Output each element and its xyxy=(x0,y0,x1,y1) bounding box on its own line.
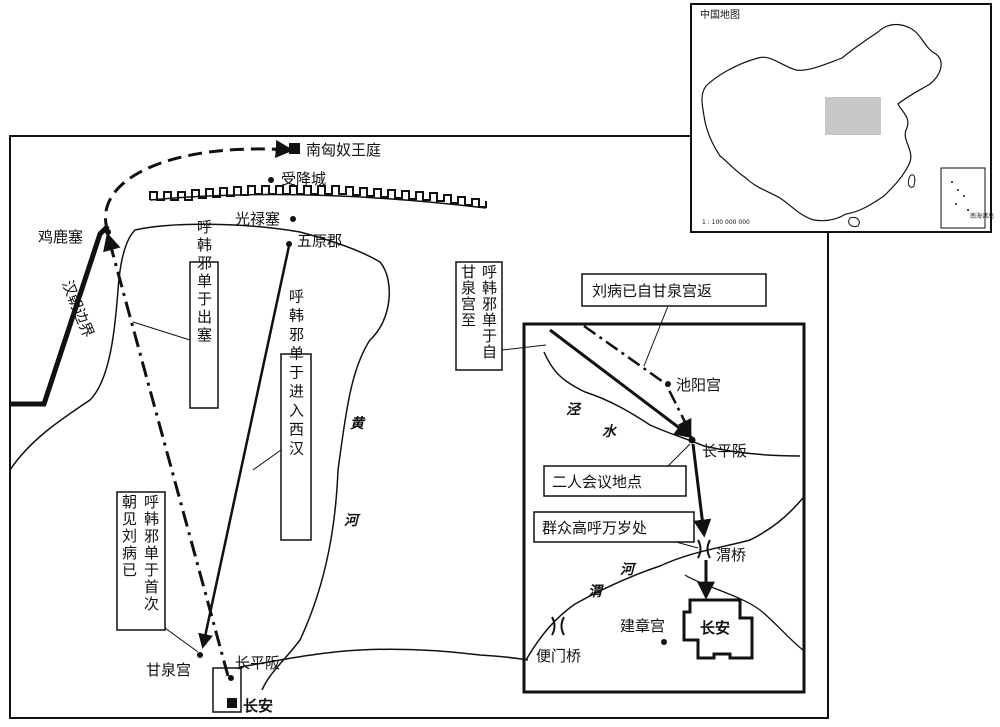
yellow-river xyxy=(9,223,391,691)
south-sea-box xyxy=(940,167,986,229)
label-south-court: 南匈奴王庭 xyxy=(306,141,381,159)
china-inset-highlight xyxy=(825,97,881,135)
label-bianmen: 便门桥 xyxy=(536,647,581,665)
note-exit-text: 呼韩邪单于出塞 xyxy=(195,219,213,345)
note-exit-leader xyxy=(132,321,191,341)
note-liu-return-leader xyxy=(643,305,669,367)
note-enter-text: 呼韩邪单于进入西汉 xyxy=(287,289,305,460)
note-enter-leader xyxy=(252,449,282,471)
south-sea-label: 南海诸岛 xyxy=(970,212,994,220)
label-changping-small: 长平阪 xyxy=(235,654,280,672)
south-sea-islands xyxy=(951,181,969,211)
hainan-island xyxy=(848,217,860,227)
label-river-jing-1: 泾 xyxy=(566,402,582,418)
note-cheer-text: 群众高呼万岁处 xyxy=(542,519,647,537)
ganquan-dot xyxy=(197,652,203,658)
wuyuan-dot xyxy=(286,241,292,247)
note-liu-return-box xyxy=(581,273,767,307)
label-changping: 长平阪 xyxy=(702,442,747,460)
route-enter-solid xyxy=(198,245,291,649)
label-han-border: 汉朝边界 xyxy=(58,278,97,340)
china-inset-scale: 1 : 100 000 000 xyxy=(702,219,750,226)
label-river-huang-1: 黄 xyxy=(350,415,366,432)
china-outline xyxy=(701,23,942,222)
wei-river-tributary xyxy=(684,574,804,651)
bianmen-bridge-icon xyxy=(551,616,565,636)
guanglu-dot xyxy=(290,216,296,222)
note-cheer-leader xyxy=(675,541,699,549)
region-inset-frame xyxy=(522,322,806,694)
han-border-line xyxy=(10,224,110,407)
note-exit-box xyxy=(189,261,219,409)
label-river-wei-1: 渭 xyxy=(588,584,604,600)
changan-small-square xyxy=(227,698,237,708)
jing-river xyxy=(543,351,801,457)
note-first-meet-box xyxy=(116,491,166,631)
label-river-huang-2: 河 xyxy=(344,513,361,529)
main-map-frame xyxy=(9,135,829,719)
note-from-ganquan-leader xyxy=(501,344,547,351)
route-ganquan-to-jilu xyxy=(103,232,230,677)
south-court-square xyxy=(289,143,300,154)
note-from-ganquan-box xyxy=(455,261,503,371)
shouxiang-dot xyxy=(268,177,274,183)
note-meeting-text: 二人会议地点 xyxy=(552,473,642,491)
changan-city-outline xyxy=(682,598,754,660)
label-jilu: 鸡鹿塞 xyxy=(38,228,83,246)
china-inset-title: 中国地图 xyxy=(700,8,740,21)
label-weiqiao: 渭桥 xyxy=(716,546,746,564)
note-first-meet-text: 呼韩邪单于首次朝见刘病已 xyxy=(120,494,160,613)
changan-small-box xyxy=(212,667,242,713)
jilu-dot xyxy=(105,229,111,235)
wei-river-left xyxy=(239,648,529,668)
weiqiao-bridge-icon xyxy=(697,539,711,559)
label-jianzhang: 建章宫 xyxy=(620,617,665,635)
note-from-ganquan-fo: 呼韩邪单于自甘泉宫至 xyxy=(459,264,498,360)
label-ganquan: 甘泉宫 xyxy=(146,661,191,679)
note-cheer-box xyxy=(533,511,695,543)
label-changan-small: 长安 xyxy=(243,697,273,715)
route-from-ganquan xyxy=(549,328,693,439)
route-to-weiqiao xyxy=(691,443,712,538)
note-liu-return-text: 刘病已自甘泉宫返 xyxy=(592,282,712,300)
taiwan-island xyxy=(907,174,916,188)
changping-small-dot xyxy=(228,675,234,681)
label-river-jing-2: 水 xyxy=(602,423,617,440)
note-from-ganquan-text: 呼韩邪单于自甘泉宫至 xyxy=(459,264,498,360)
label-shouxiang: 受降城 xyxy=(281,170,326,188)
note-meeting-leader xyxy=(667,443,691,467)
note-meeting-box xyxy=(543,465,687,497)
label-chiyang: 池阳宫 xyxy=(676,376,721,394)
label-wuyuan: 五原郡 xyxy=(297,232,342,250)
note-first-meet-leader xyxy=(164,627,199,653)
jianzhang-dot xyxy=(661,639,667,645)
wei-river xyxy=(525,497,804,661)
great-wall-base xyxy=(149,193,487,209)
label-river-wei-2: 河 xyxy=(620,562,637,578)
label-guanglu: 光禄塞 xyxy=(235,210,280,228)
label-changan: 长安 xyxy=(700,619,730,637)
changping-dot xyxy=(688,436,696,444)
chiyang-dot xyxy=(665,381,671,387)
note-enter-box xyxy=(280,353,312,541)
note-first-meet-fo: 呼韩邪单于首次朝见刘病已 xyxy=(120,494,160,613)
